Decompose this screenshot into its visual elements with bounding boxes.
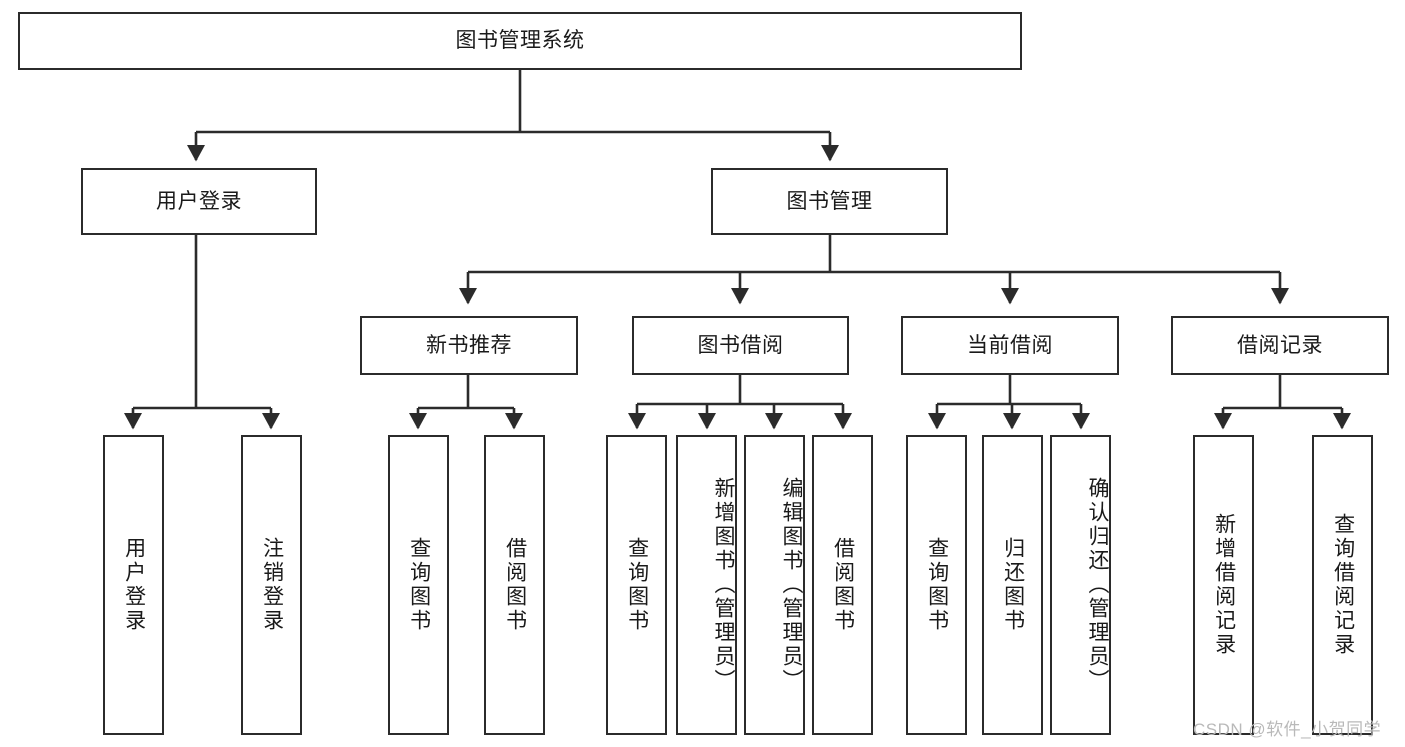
node-borrow-records[interactable]: 借阅记录 bbox=[1171, 316, 1389, 375]
leaf-borrow-books-recommend[interactable]: 借阅图书 bbox=[484, 435, 545, 735]
node-book-management-label: 图书管理 bbox=[786, 189, 873, 213]
leaf-edit-book-admin[interactable]: 编辑图书（管理员） bbox=[744, 435, 805, 735]
leaf-confirm-return-admin[interactable]: 确认归还（管理员） bbox=[1050, 435, 1111, 735]
leaf-query-books-recommend[interactable]: 查询图书 bbox=[388, 435, 449, 735]
leaf-query-books-recommend-label: 查询图书 bbox=[407, 537, 431, 633]
node-new-book-recommendation-label: 新书推荐 bbox=[426, 333, 512, 357]
node-current-borrowing-label: 当前借阅 bbox=[967, 333, 1053, 357]
leaf-add-book-admin[interactable]: 新增图书（管理员） bbox=[676, 435, 737, 735]
node-root[interactable]: 图书管理系统 bbox=[18, 12, 1022, 70]
leaf-user-login[interactable]: 用户登录 bbox=[103, 435, 164, 735]
leaf-confirm-return-admin-label: 确认归还（管理员） bbox=[1086, 477, 1109, 693]
leaf-edit-book-admin-label: 编辑图书（管理员） bbox=[780, 477, 803, 693]
node-user-login[interactable]: 用户登录 bbox=[81, 168, 317, 235]
leaf-borrow-books-recommend-label: 借阅图书 bbox=[503, 537, 527, 633]
node-current-borrowing[interactable]: 当前借阅 bbox=[901, 316, 1119, 375]
leaf-query-books-current-label: 查询图书 bbox=[925, 537, 949, 633]
leaf-logout[interactable]: 注销登录 bbox=[241, 435, 302, 735]
node-book-borrowing[interactable]: 图书借阅 bbox=[632, 316, 849, 375]
leaf-add-borrow-record-label: 新增借阅记录 bbox=[1212, 513, 1236, 657]
leaf-add-book-admin-label: 新增图书（管理员） bbox=[712, 477, 735, 693]
node-root-label: 图书管理系统 bbox=[455, 29, 585, 53]
leaf-add-borrow-record[interactable]: 新增借阅记录 bbox=[1193, 435, 1254, 735]
node-new-book-recommendation[interactable]: 新书推荐 bbox=[360, 316, 578, 375]
watermark-csdn: CSDN @软件_小贺同学 bbox=[1193, 720, 1382, 739]
leaf-return-books[interactable]: 归还图书 bbox=[982, 435, 1043, 735]
leaf-user-login-label: 用户登录 bbox=[122, 537, 146, 633]
leaf-query-books-current[interactable]: 查询图书 bbox=[906, 435, 967, 735]
leaf-borrow-books-borrowing-label: 借阅图书 bbox=[831, 537, 855, 633]
node-book-borrowing-label: 图书借阅 bbox=[697, 333, 784, 357]
node-book-management[interactable]: 图书管理 bbox=[711, 168, 948, 235]
leaf-query-books-borrowing-label: 查询图书 bbox=[625, 537, 649, 633]
node-user-login-label: 用户登录 bbox=[156, 189, 242, 213]
leaf-query-borrow-record[interactable]: 查询借阅记录 bbox=[1312, 435, 1373, 735]
leaf-query-borrow-record-label: 查询借阅记录 bbox=[1331, 513, 1355, 657]
leaf-query-books-borrowing[interactable]: 查询图书 bbox=[606, 435, 667, 735]
leaf-borrow-books-borrowing[interactable]: 借阅图书 bbox=[812, 435, 873, 735]
node-borrow-records-label: 借阅记录 bbox=[1237, 333, 1323, 357]
leaf-return-books-label: 归还图书 bbox=[1001, 537, 1025, 633]
leaf-logout-label: 注销登录 bbox=[260, 537, 284, 633]
